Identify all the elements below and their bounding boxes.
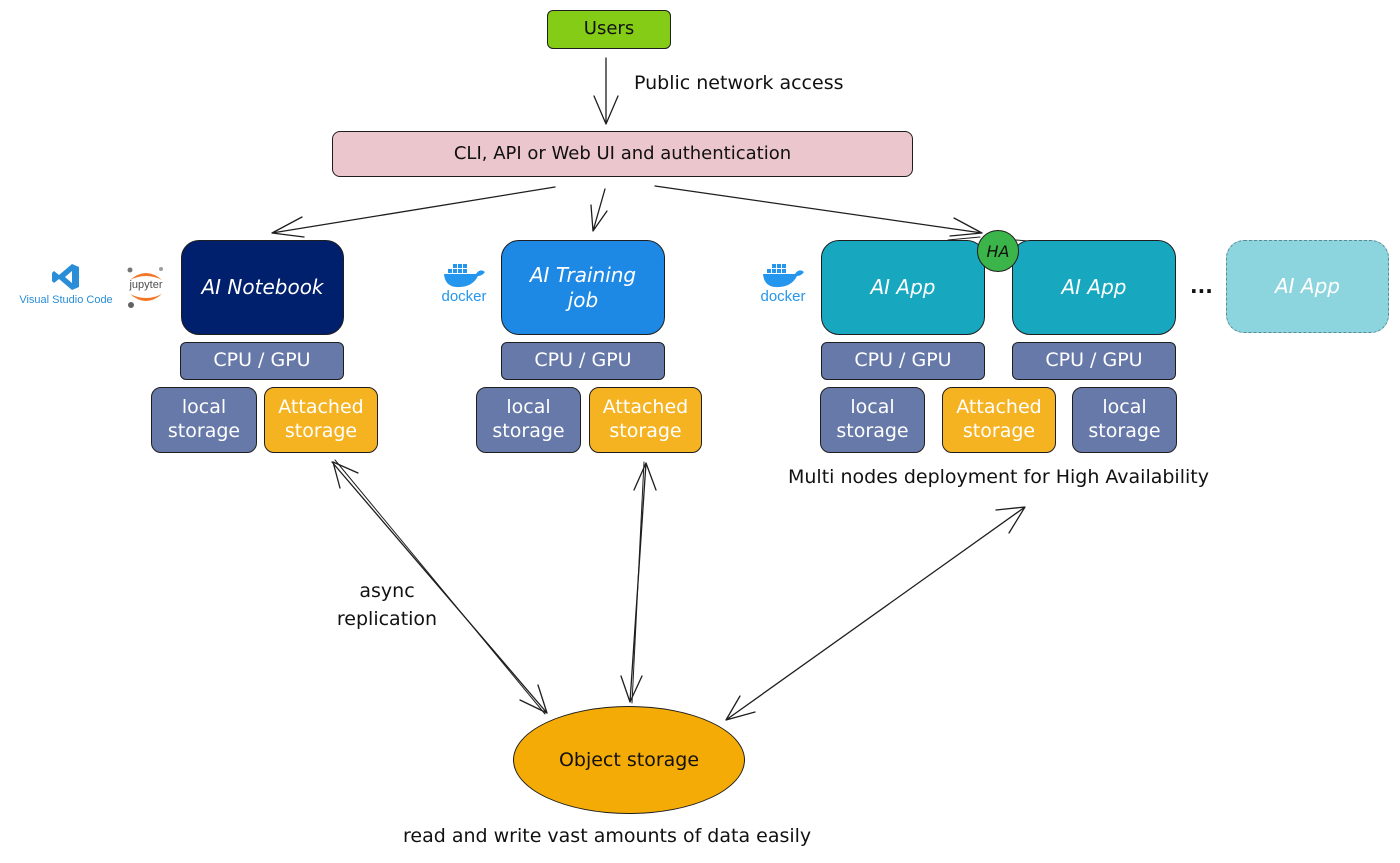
ha-label: HA: [986, 241, 1010, 261]
notebook-local-storage: local storage: [151, 387, 257, 453]
app-attached-storage: Attached storage: [942, 387, 1056, 453]
vscode-text: Visual Studio Code: [19, 294, 113, 306]
arrow-app-to-object-storage: [725, 506, 1026, 721]
app1-cpu-label: CPU / GPU: [854, 349, 952, 372]
docker-icon: [763, 264, 804, 288]
async-replication-label: async replication: [336, 580, 438, 630]
users-box: Users: [547, 10, 671, 49]
multi-nodes-label: Multi nodes deployment for High Availabi…: [788, 466, 1209, 488]
ai-app-node-1: AI App: [821, 240, 985, 335]
app2-local-storage: local storage: [1072, 387, 1177, 453]
notebook-cpu-gpu: CPU / GPU: [180, 342, 344, 380]
docker-text-app: docker: [760, 288, 806, 305]
object-storage-label: Object storage: [558, 749, 700, 771]
notebook-attached-storage: Attached storage: [264, 387, 378, 453]
training-cpu-label: CPU / GPU: [534, 349, 632, 372]
arrow-gateway-to-notebook: [271, 186, 556, 238]
app2-cpu-gpu: CPU / GPU: [1012, 342, 1176, 380]
ai-training-job-label: AI Training job: [529, 262, 637, 312]
ai-notebook-node: AI Notebook: [181, 240, 344, 335]
ai-app-label-3: AI App: [1274, 274, 1340, 298]
docker-logo-app: docker: [756, 262, 810, 305]
more-nodes-ellipsis: ...: [1190, 274, 1213, 298]
vscode-logo: Visual Studio Code: [18, 262, 114, 306]
app-attached-label: Attached storage: [956, 396, 1042, 442]
vscode-icon: [52, 264, 79, 290]
app1-local-storage: local storage: [820, 387, 925, 453]
ai-app-node-scaled: AI App: [1226, 240, 1389, 333]
training-attached-label: Attached storage: [602, 396, 689, 442]
jupyter-icon: [127, 267, 163, 308]
docker-logo-training: docker: [437, 262, 491, 305]
notebook-attached-label: Attached storage: [278, 396, 364, 442]
docker-icon: [444, 264, 485, 288]
app2-cpu-label: CPU / GPU: [1045, 349, 1143, 372]
object-storage-node: Object storage: [513, 706, 745, 814]
jupyter-text: jupyter: [129, 279, 163, 291]
docker-text-training: docker: [441, 288, 487, 305]
arrow-notebook-to-object-storage: [331, 461, 548, 714]
training-local-label: local storage: [492, 396, 565, 442]
ai-notebook-label: AI Notebook: [201, 275, 324, 299]
ai-app-label-2: AI App: [1061, 275, 1127, 299]
notebook-cpu-label: CPU / GPU: [213, 349, 311, 372]
users-label: Users: [583, 18, 635, 40]
notebook-local-label: local storage: [167, 396, 241, 442]
footer-caption: read and write vast amounts of data easi…: [403, 825, 812, 847]
app2-local-label: local storage: [1088, 396, 1161, 442]
gateway-label: CLI, API or Web UI and authentication: [453, 142, 792, 164]
gateway-box: CLI, API or Web UI and authentication: [332, 131, 913, 177]
ai-app-label-1: AI App: [870, 275, 936, 299]
arrow-gateway-to-training: [590, 188, 608, 232]
arrow-users-to-gateway: [593, 57, 619, 125]
ai-training-job-node: AI Training job: [501, 240, 665, 335]
app1-local-label: local storage: [836, 396, 909, 442]
public-network-access-label: Public network access: [634, 72, 844, 94]
app1-cpu-gpu: CPU / GPU: [821, 342, 985, 380]
arrow-gateway-to-app: [654, 185, 983, 237]
ai-app-node-2: AI App: [1012, 240, 1176, 335]
jupyter-logo: jupyter: [124, 264, 168, 310]
training-local-storage: local storage: [476, 387, 581, 453]
training-attached-storage: Attached storage: [589, 387, 702, 453]
training-cpu-gpu: CPU / GPU: [501, 342, 665, 380]
ha-badge: HA: [977, 230, 1019, 272]
